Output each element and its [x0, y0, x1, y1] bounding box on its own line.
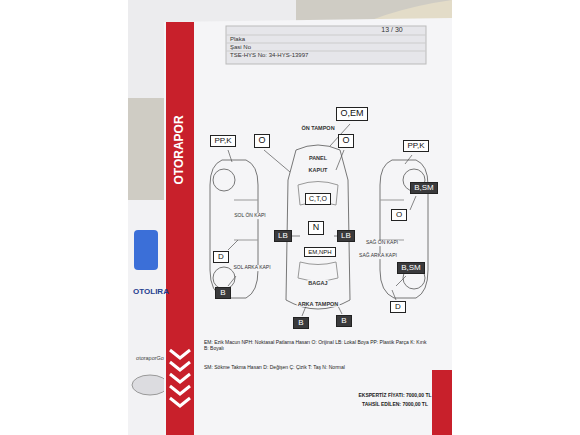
car-top-view: [286, 145, 350, 309]
report-label: SM: Sökme Takma Hasarı D: Değişen Ç: Çiz…: [204, 365, 432, 371]
damage-code-box: D: [390, 301, 406, 314]
damage-code-box: LB: [337, 230, 355, 243]
report-sheet: [164, 18, 452, 435]
code-text: B,SM: [401, 264, 421, 273]
damage-code-box: PP,K: [210, 135, 235, 148]
report-label: 13 / 30: [381, 26, 402, 34]
door-line: [234, 200, 258, 201]
car-icon: [132, 375, 168, 395]
damage-code-box: B: [293, 317, 309, 330]
report-label: otoraporGo: [136, 355, 164, 361]
damage-code-box: N: [308, 221, 324, 235]
damage-code-box: C,T,O: [305, 193, 331, 205]
damage-code-box: B: [215, 287, 231, 300]
code-text: EM,NPH: [308, 249, 331, 256]
damage-code-box: D: [213, 251, 229, 264]
damage-code-box: LB: [274, 230, 292, 243]
table-line: [226, 35, 426, 36]
damage-code-box: B,SM: [397, 262, 425, 275]
wheel: [213, 169, 235, 191]
red-corner: [432, 370, 452, 435]
report-label: KAPUT: [308, 167, 329, 173]
report-label: ÖN TAMPON: [300, 125, 335, 131]
table-line: [226, 43, 426, 44]
report-label: Plaka: [230, 36, 245, 43]
report-label: EKSPERTİZ FİYATI: 7000,00 TL: [358, 393, 431, 399]
table-line: [226, 51, 426, 52]
header-table: [226, 26, 426, 64]
damage-code-box: O,EM: [336, 107, 367, 121]
damage-code-box: B,SM: [410, 182, 438, 195]
report-label: SOL ÖN KAPI: [233, 213, 267, 219]
damage-code-box: EM,NPH: [304, 247, 335, 258]
report-label: EM: Ezik Macun NPH: Noktasal Patlama Has…: [204, 340, 432, 352]
report-label: PANEL: [308, 155, 328, 161]
code-text: LB: [278, 232, 288, 241]
car-left-side: [210, 160, 258, 298]
code-text: N: [312, 223, 320, 233]
code-text: PP,K: [214, 137, 231, 146]
code-text: PP,K: [407, 142, 424, 151]
damage-code-box: B: [336, 315, 352, 328]
report-label: OTOLIRA: [133, 287, 169, 296]
report-label: OTORAPOR: [173, 115, 187, 184]
code-text: D: [217, 253, 225, 262]
windshield: [298, 182, 338, 206]
photo-background: [128, 0, 452, 435]
chevrons: [170, 350, 190, 406]
damage-code-box: O: [338, 134, 354, 148]
code-text: B: [340, 317, 348, 326]
code-text: B: [219, 289, 227, 298]
door-line: [380, 200, 404, 201]
code-text: B,SM: [414, 184, 434, 193]
report-label: SAĞ ÖN KAPI: [365, 240, 399, 246]
code-text: LB: [341, 232, 351, 241]
code-text: O,EM: [340, 109, 363, 119]
phone-icon: [134, 230, 158, 270]
code-text: B: [297, 319, 305, 328]
report-label: TAHSİL EDİLEN: 7000,00 TL: [362, 402, 428, 408]
damage-code-box: O: [391, 209, 407, 222]
report-label: SAĞ ARKA KAPI: [358, 253, 398, 259]
report-label: TSE-HYS No: 34-HYS-13997: [230, 52, 308, 59]
damage-code-box: PP,K: [403, 140, 428, 153]
damage-code-box: O: [254, 134, 270, 148]
report-label: Şasi No: [230, 44, 251, 51]
code-text: C,T,O: [309, 195, 327, 203]
report-label: ARKA TAMPON: [297, 301, 340, 307]
code-text: O: [342, 136, 350, 146]
rear-window: [298, 262, 338, 281]
report-label: BAGAJ: [307, 280, 328, 286]
code-text: O: [395, 211, 403, 220]
leader-lines: [228, 124, 416, 316]
code-text: O: [258, 136, 266, 146]
red-band: [166, 22, 194, 435]
code-text: D: [394, 303, 402, 312]
report-label: SOL ARKA KAPI: [232, 265, 271, 271]
